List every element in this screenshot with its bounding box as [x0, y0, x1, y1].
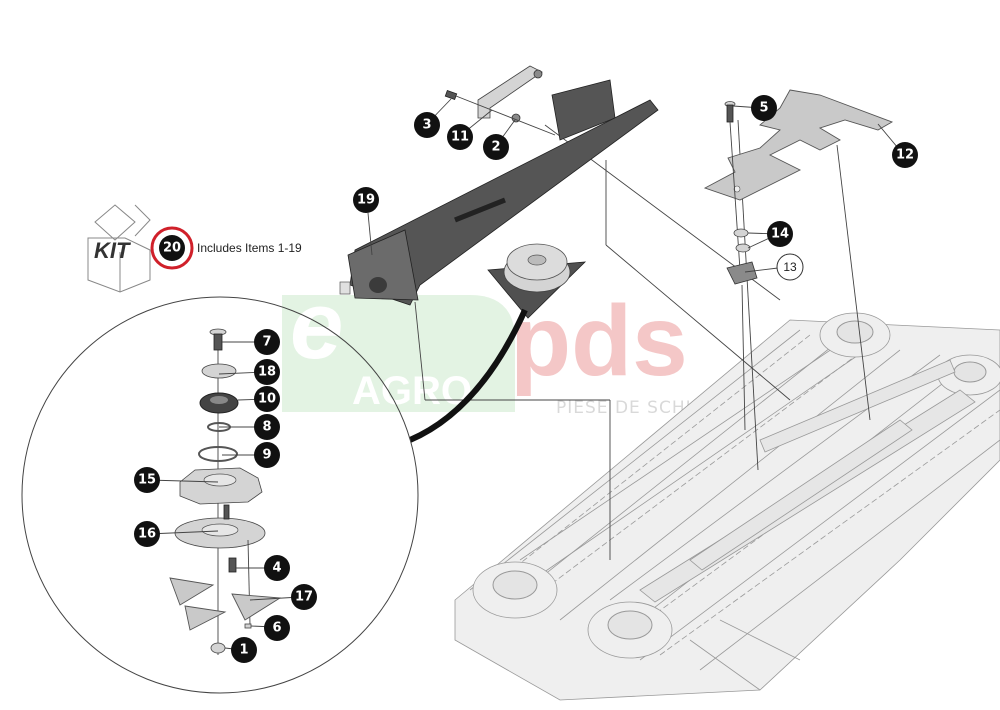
detail-connector — [408, 308, 528, 443]
svg-text:9: 9 — [262, 448, 271, 463]
callout-3: 3 — [414, 112, 440, 138]
clip-13 — [726, 261, 758, 285]
callout-5: 5 — [751, 95, 777, 121]
sprocket-wheels — [472, 312, 1000, 659]
callout-4: 4 — [264, 555, 290, 581]
callout-15: 15 — [134, 467, 160, 493]
callout-11: 11 — [447, 124, 473, 150]
rail-assembly — [339, 79, 659, 306]
svg-text:10: 10 — [258, 392, 276, 407]
svg-text:11: 11 — [451, 130, 469, 145]
kit-number: 20 — [163, 241, 181, 256]
svg-text:2: 2 — [491, 140, 500, 155]
callout-17: 17 — [291, 584, 317, 610]
svg-text:8: 8 — [262, 420, 271, 435]
svg-text:18: 18 — [258, 365, 276, 380]
washers-14 — [733, 228, 751, 253]
svg-text:7: 7 — [262, 335, 271, 350]
callout-7: 7 — [254, 329, 280, 355]
callouts: 1 2 3 4 5 6 7 8 9 10 11 12 13 14 15 16 1… — [134, 95, 918, 663]
callout-13: 13 — [776, 253, 804, 281]
svg-text:19: 19 — [357, 193, 375, 208]
callout-1: 1 — [231, 637, 257, 663]
svg-text:6: 6 — [272, 621, 281, 636]
callout-16: 16 — [134, 521, 160, 547]
callout-19: 19 — [353, 187, 379, 213]
svg-text:14: 14 — [771, 227, 789, 242]
callout-2: 2 — [483, 134, 509, 160]
svg-text:5: 5 — [759, 101, 768, 116]
kit-callout: 20 Includes Items 1-19 — [150, 226, 302, 270]
callout-12: 12 — [892, 142, 918, 168]
callout-9: 9 — [254, 442, 280, 468]
watermark-green-badge — [282, 295, 515, 412]
t-plate — [703, 89, 894, 201]
kit-box-icon: KIT — [87, 204, 151, 293]
bracket-plate — [477, 65, 543, 119]
svg-text:17: 17 — [295, 590, 313, 605]
svg-text:3: 3 — [422, 118, 431, 133]
screw-3 — [444, 89, 458, 101]
detail-magnifier-circle — [21, 296, 419, 694]
svg-text:16: 16 — [138, 527, 156, 542]
svg-text:1: 1 — [239, 643, 248, 658]
watermark: e AGRO pds PIESE DE SCHIMB — [282, 272, 719, 418]
sprocket-detail — [487, 243, 587, 319]
callout-6: 6 — [264, 615, 290, 641]
callout-8: 8 — [254, 414, 280, 440]
svg-text:13: 13 — [783, 260, 797, 274]
watermark-e: e — [290, 272, 343, 379]
svg-text:15: 15 — [138, 473, 156, 488]
screw-5 — [724, 101, 736, 123]
callout-14: 14 — [767, 221, 793, 247]
detail-stack — [169, 328, 282, 655]
chassis-assembly — [454, 312, 1000, 701]
callout-18: 18 — [254, 359, 280, 385]
svg-text:12: 12 — [896, 148, 914, 163]
watermark-agro: AGRO — [352, 369, 472, 413]
kit-label: Includes Items 1-19 — [197, 241, 302, 255]
callout-10: 10 — [254, 386, 280, 412]
kit-icon-text: KIT — [94, 238, 131, 263]
svg-text:4: 4 — [272, 561, 281, 576]
